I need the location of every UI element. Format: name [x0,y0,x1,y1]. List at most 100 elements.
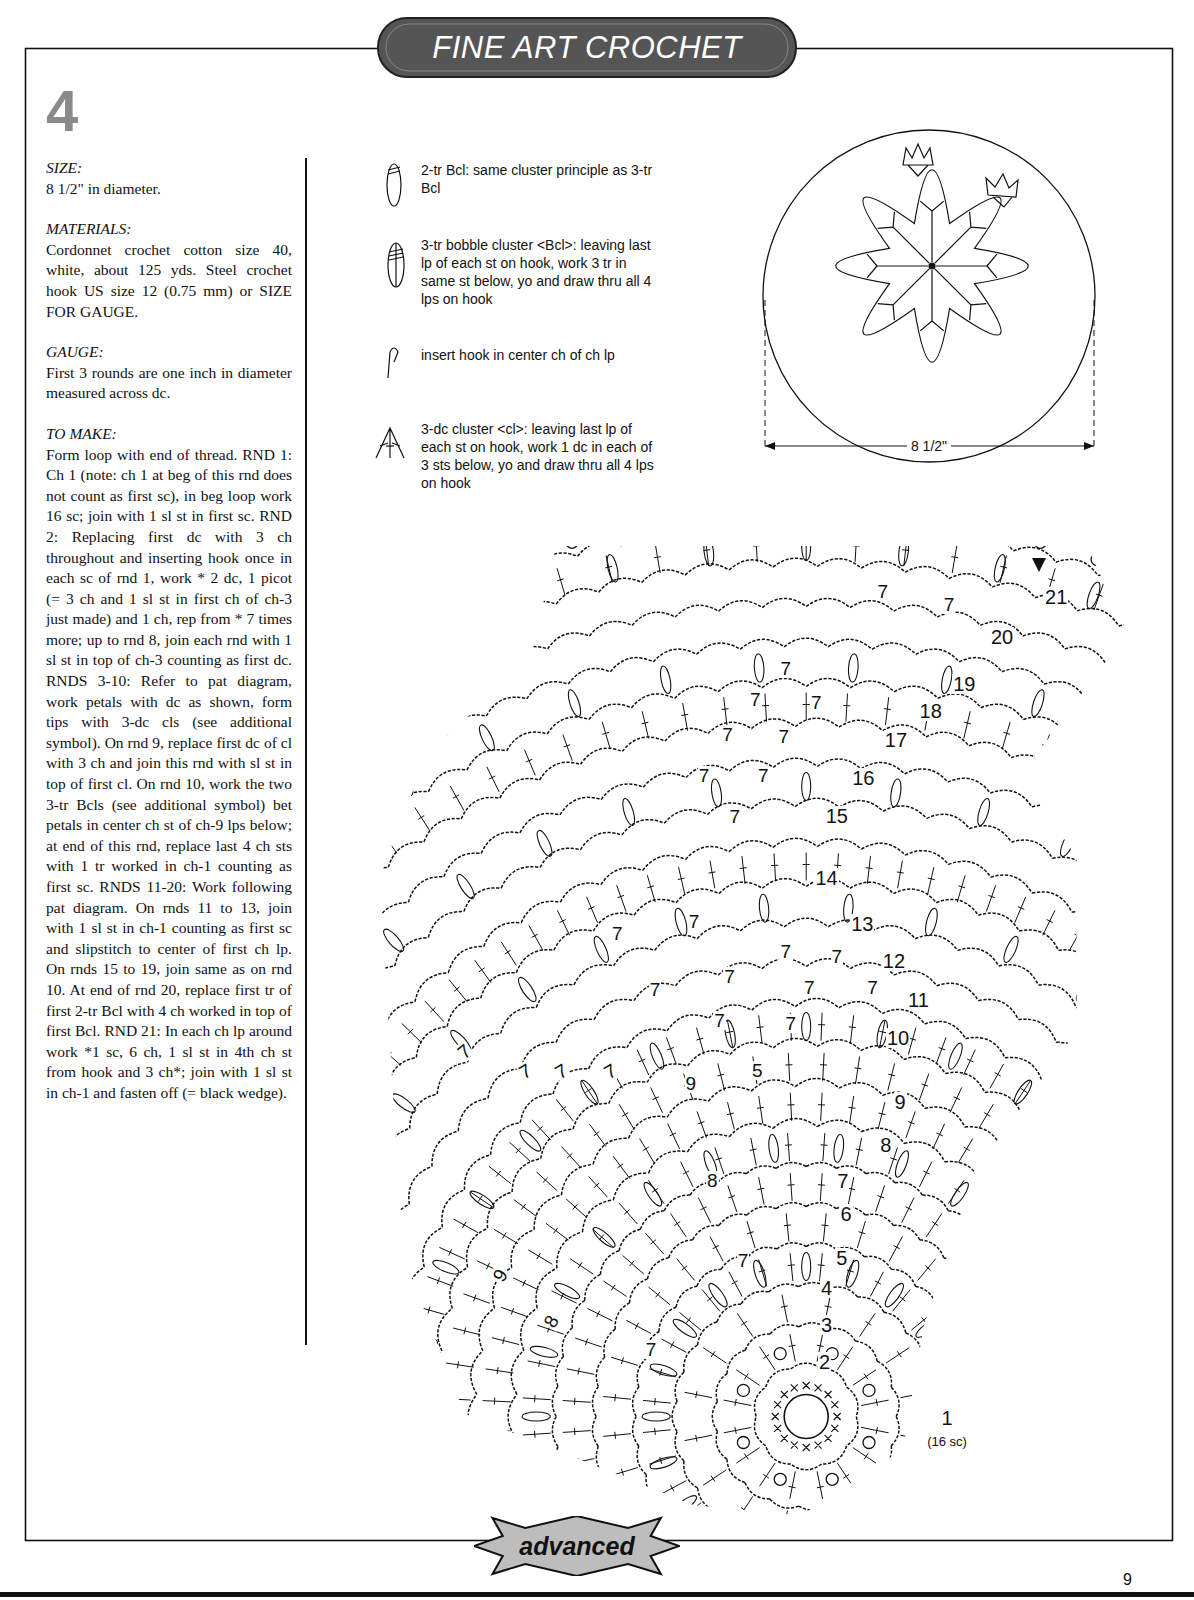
cluster-ovals [162,773,1194,1600]
chain-loops [268,879,1194,1600]
difficulty-badge: advanced [474,1516,679,1576]
round-number: 14 [814,868,838,888]
round-number: 7 [779,942,792,961]
round-number: 7 [453,1040,475,1063]
column-rule [305,158,307,1345]
page-number: 9 [1123,1571,1132,1589]
round-number: 5 [835,1248,848,1268]
round-number: 8 [540,1311,563,1331]
chain-loops [712,1323,899,1510]
instruction-text: First 3 rounds are one inch in diameter … [46,363,292,404]
chain-loops [349,959,1194,1600]
round-number: 4 [820,1278,833,1298]
round-number: 11 [907,990,930,1010]
dc-stitches [685,1295,928,1538]
round-number: 7 [600,1060,620,1083]
cluster-ovals [642,1253,970,1581]
round-number: 10 [886,1028,910,1048]
cluster-ovals [282,894,1194,1600]
round-number: 15 [825,806,849,826]
round-number: 7 [836,1171,849,1191]
instructions-column: SIZE:8 1/2" in diameter. MATERIALS:Cordon… [46,158,292,1104]
center-loop [784,1395,828,1439]
round-number: 7 [728,807,741,826]
legend-text: 2-tr Bcl: same cluster principle as 3-tr… [421,161,661,197]
round-number: 7 [721,725,734,744]
round-number: 7 [688,912,701,931]
legend-text: 3-tr bobble cluster <Bcl>: leaving last … [421,236,661,308]
dc-stitches [643,1253,969,1580]
round-number: 7 [649,980,662,999]
round-number: 7 [779,659,792,678]
page-frame [26,49,1173,1541]
round-number: 9 [894,1092,907,1112]
chain-loops [148,758,1194,1600]
round-number: 7 [515,1060,535,1083]
round-number: 8 [706,1171,719,1190]
round-number: 9 [489,1265,512,1285]
chain-loops [308,918,1194,1600]
round-number: 21 [1044,587,1068,607]
round-number: (16 sc) [926,1435,968,1448]
round-number: 16 [851,768,875,788]
round-number: 7 [551,1060,571,1083]
round-number: 7 [698,766,711,785]
chain-loops [754,1363,857,1470]
chain-loops [428,1038,1184,1600]
section-heading: MATERIALS: [46,219,292,240]
round-number: 5 [751,1061,764,1080]
flower-center [929,263,935,269]
chain-loops [633,1243,980,1590]
chain-loops [388,998,1194,1600]
round-number: 9 [685,1074,698,1093]
instruction-text: Form loop with end of thread. RND 1: Ch … [46,445,292,1104]
round-number: 17 [884,730,908,750]
round-number: 19 [952,674,976,694]
round-number: 7 [757,766,770,785]
round-number: 7 [943,595,956,614]
flower-motif [836,144,1029,362]
dimension-label: 8 1/2" [907,438,951,454]
round-number: 7 [777,727,790,746]
instruction-text: 8 1/2" in diameter. [46,179,292,200]
chain-loops [672,1283,939,1551]
round-number: 7 [876,582,889,601]
dimension-extension [1094,300,1095,446]
legend-text: 3-dc cluster <cl>: leaving last lp of ea… [421,420,661,492]
pattern-number: 4 [46,82,78,140]
badge-shape [474,1516,679,1576]
round-number: 7 [866,978,879,997]
badge-text: advanced [519,1532,634,1561]
section-heading: SIZE: [46,158,292,179]
round-number: 12 [882,951,906,971]
round-number: 7 [785,1014,798,1033]
round-number: 7 [723,967,736,986]
round-number: 7 [713,1011,726,1030]
section-heading: GAUGE: [46,342,292,363]
round-number: 7 [611,924,624,943]
legend-symbols [376,164,404,458]
round-number: 7 [737,1251,750,1270]
dc-stitches [443,1053,1170,1600]
header-title: FINE ART CROCHET [378,18,796,77]
section-heading: TO MAKE: [46,424,292,445]
dimension-extension [765,300,766,446]
dc-stitches [242,853,1194,1600]
round-number: 1 [940,1408,953,1428]
doily-outline [763,130,1095,462]
round-number: 3 [820,1315,833,1335]
cluster-ovals [402,1013,1194,1600]
round-number: 7 [803,978,816,997]
flower-petals [836,170,1029,363]
round-number: 13 [850,914,874,934]
crown-motif [903,144,933,176]
instruction-text: Cordonnet crochet cotton size 40, white,… [46,240,292,322]
round-number: 7 [749,690,762,709]
round-number: 20 [990,627,1014,647]
round-number: 7 [645,1340,658,1359]
dc-stitches [724,1334,889,1499]
round-number: 7 [810,693,823,712]
chain-loops [228,838,1194,1600]
crown-motif [986,174,1018,207]
